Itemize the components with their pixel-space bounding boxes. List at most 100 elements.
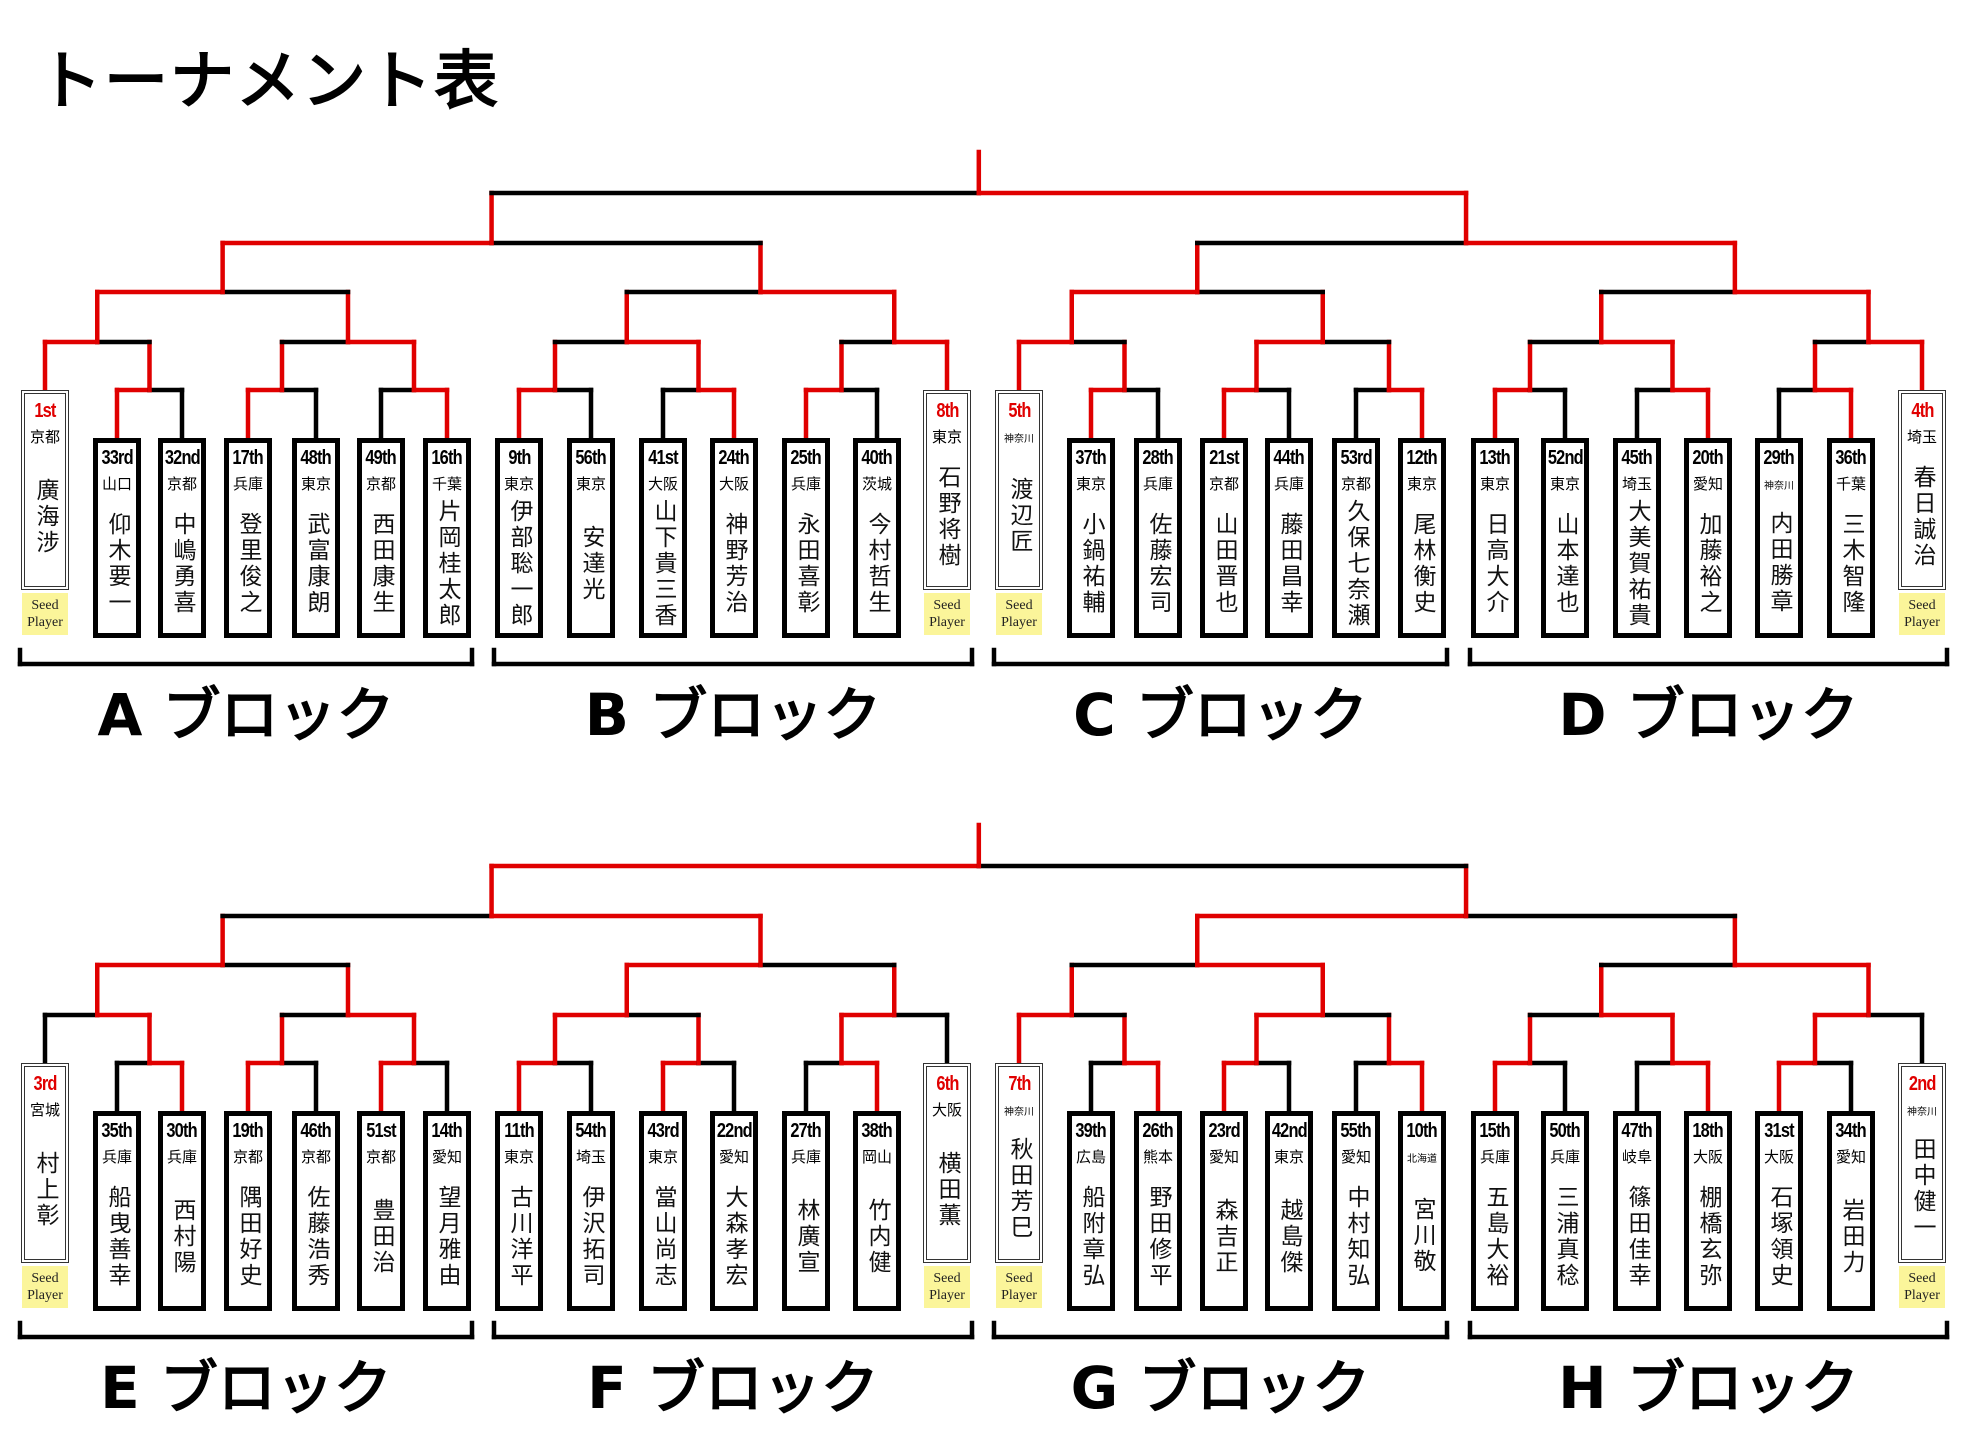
player-name: 船曳善幸 <box>104 1184 130 1289</box>
player-name: 越島傑 <box>1276 1197 1302 1276</box>
player-name: 大美賀祐貴 <box>1624 498 1650 629</box>
player-rank: 12th <box>1406 447 1438 469</box>
player-name: 今村哲生 <box>864 511 890 616</box>
player-rank: 44th <box>1273 447 1305 469</box>
player-prefecture: 東京 <box>931 428 962 446</box>
page-title: トーナメント表 <box>38 45 500 119</box>
player-prefecture: 東京 <box>1075 475 1106 493</box>
player-card: 46th 京都佐藤浩秀 <box>292 1111 340 1311</box>
player-name: 大森孝宏 <box>721 1184 747 1289</box>
player-name: 篠田佳幸 <box>1624 1184 1650 1289</box>
player-name: 田中健一 <box>1909 1136 1935 1241</box>
player-prefecture: 東京 <box>575 475 606 493</box>
player-prefecture: 神奈川 <box>1004 434 1034 445</box>
player-name: 山本達也 <box>1552 511 1578 616</box>
block-label: E ブロック <box>100 1354 392 1422</box>
player-name: 加藤裕之 <box>1695 511 1721 616</box>
player-name: 村上彰 <box>32 1150 58 1229</box>
player-prefecture: 兵庫 <box>232 475 263 493</box>
player-prefecture: 愛知 <box>431 1148 462 1166</box>
player-rank: 24th <box>718 447 750 469</box>
seed-label-line: Seed <box>1005 1271 1033 1286</box>
player-prefecture: 山口 <box>101 475 132 493</box>
player-name: 中村知弘 <box>1343 1184 1369 1289</box>
seed-label-line: Player <box>27 615 63 630</box>
block-label: B ブロック <box>584 681 882 749</box>
player-name: 豊田治 <box>368 1197 394 1276</box>
player-name: 秋田芳巳 <box>1006 1136 1032 1241</box>
player-prefecture: 東京 <box>1406 475 1437 493</box>
seed-label-line: Seed <box>1005 598 1033 613</box>
player-rank: 35th <box>101 1120 133 1142</box>
player-prefecture: 愛知 <box>1340 1148 1371 1166</box>
block-label: C ブロック <box>1073 681 1368 749</box>
player-prefecture: 岡山 <box>861 1148 892 1166</box>
player-rank: 42nd <box>1271 1120 1307 1142</box>
player-name: 伊部聡一郎 <box>506 498 532 629</box>
player-prefecture: 兵庫 <box>1549 1148 1580 1166</box>
player-prefecture: 大阪 <box>931 1101 962 1119</box>
player-rank: 6th <box>935 1073 959 1095</box>
player-rank: 18th <box>1692 1120 1724 1142</box>
player-name: 仰木要一 <box>104 511 130 616</box>
seed-label-line: Seed <box>933 1271 961 1286</box>
player-rank: 49th <box>365 447 397 469</box>
player-prefecture: 大阪 <box>718 475 749 493</box>
player-prefecture: 東京 <box>503 1148 534 1166</box>
player-name: 藤田昌幸 <box>1276 511 1302 616</box>
player-name: 片岡桂太郎 <box>434 498 460 629</box>
player-name: 神野芳治 <box>721 511 747 616</box>
player-rank: 46th <box>300 1120 332 1142</box>
player-prefecture: 京都 <box>300 1148 331 1166</box>
player-prefecture: 兵庫 <box>790 1148 821 1166</box>
player-name: 五島大裕 <box>1482 1184 1508 1289</box>
player-name: 佐藤浩秀 <box>303 1184 329 1289</box>
block-label: G ブロック <box>1070 1354 1371 1422</box>
player-prefecture: 京都 <box>29 428 60 446</box>
player-prefecture: 東京 <box>300 475 331 493</box>
player-prefecture: 愛知 <box>718 1148 749 1166</box>
player-prefecture: 熊本 <box>1142 1148 1173 1166</box>
player-name: 渡辺匠 <box>1006 476 1032 555</box>
player-prefecture: 大阪 <box>1692 1148 1723 1166</box>
player-prefecture: 大阪 <box>1763 1148 1794 1166</box>
player-name: 棚橋玄弥 <box>1695 1184 1721 1289</box>
block-label: A ブロック <box>97 681 395 749</box>
player-prefecture: 愛知 <box>1692 475 1723 493</box>
player-name: 船附章弘 <box>1078 1184 1104 1289</box>
seed-label-line: Player <box>929 615 965 630</box>
player-rank: 41st <box>648 447 678 469</box>
player-rank: 14th <box>431 1120 463 1142</box>
player-rank: 37th <box>1075 447 1107 469</box>
player-rank: 28th <box>1142 447 1174 469</box>
seed-label-line: Seed <box>31 1271 59 1286</box>
player-prefecture: 京都 <box>1340 475 1371 493</box>
player-name: 石塚領史 <box>1766 1184 1792 1289</box>
player-rank: 20th <box>1692 447 1724 469</box>
player-rank: 3rd <box>33 1073 57 1095</box>
player-prefecture: 京都 <box>365 475 396 493</box>
player-prefecture: 京都 <box>232 1148 263 1166</box>
